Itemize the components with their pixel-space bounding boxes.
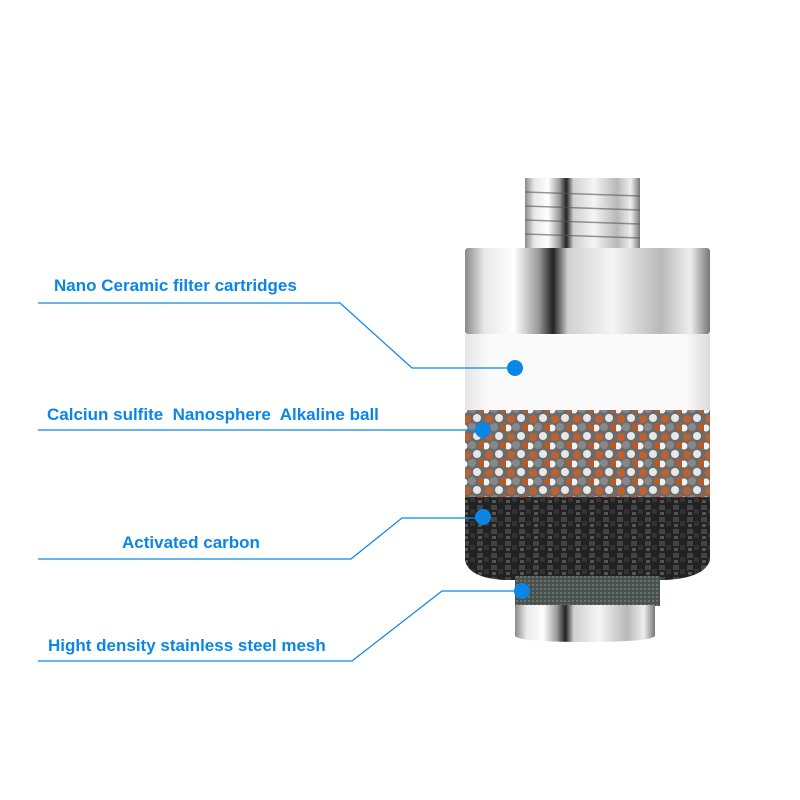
ceramic-layer — [465, 334, 710, 412]
label-steel-mesh: Hight density stainless steel mesh — [48, 636, 326, 655]
chrome-cap — [465, 248, 710, 334]
steel-mesh-layer — [515, 576, 660, 606]
label-alkaline-balls: Calciun sulfite Nanosphere Alkaline ball — [47, 405, 379, 424]
marker-dot-mesh — [514, 583, 530, 599]
bottom-chrome — [515, 605, 655, 642]
activated-carbon-layer — [465, 497, 710, 580]
label-ceramic: Nano Ceramic filter cartridges — [54, 276, 297, 295]
alkaline-ball-layer — [465, 410, 710, 498]
marker-dot-carbon — [475, 509, 491, 525]
marker-dot-balls — [475, 422, 491, 438]
leader-line-ceramic — [38, 302, 515, 369]
leader-line-carbon — [38, 517, 483, 560]
leader-line-mesh — [38, 590, 522, 662]
threaded-neck — [525, 178, 640, 250]
label-activated-carbon: Activated carbon — [122, 533, 260, 552]
marker-dot-ceramic — [507, 360, 523, 376]
